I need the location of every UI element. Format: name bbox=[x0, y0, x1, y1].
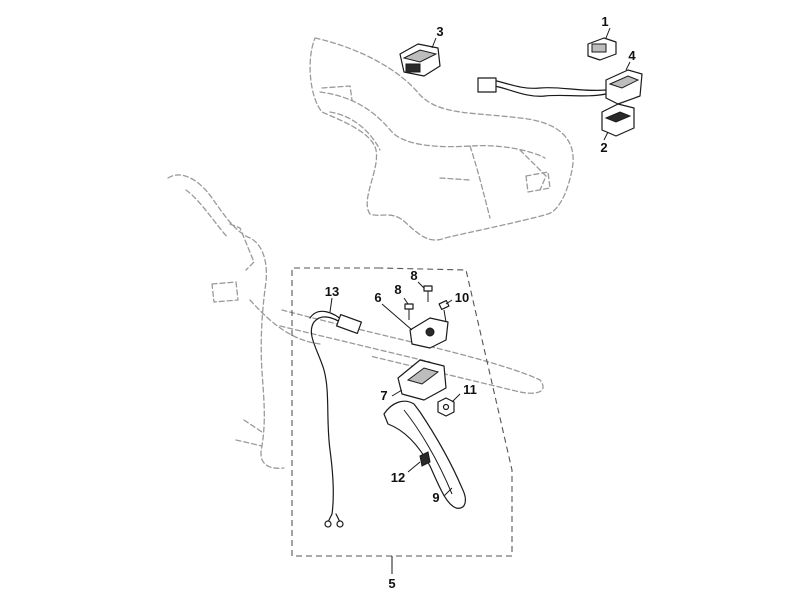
callout-5: 5 bbox=[388, 576, 395, 591]
callout-9: 9 bbox=[432, 490, 439, 505]
callout-3: 3 bbox=[436, 24, 443, 39]
part-1-switch bbox=[587, 27, 617, 61]
part-13-clutch-cable bbox=[309, 297, 362, 528]
ghost-outlines bbox=[167, 37, 574, 469]
part-2-switch-block bbox=[601, 103, 635, 141]
callout-10: 10 bbox=[455, 290, 469, 305]
part-10-pivot-bolt bbox=[438, 299, 453, 323]
part-8-screw-a bbox=[403, 297, 414, 320]
callout-8b: 8 bbox=[410, 268, 417, 283]
part-11-nut bbox=[437, 393, 461, 417]
callout-13: 13 bbox=[325, 284, 339, 299]
ghost-handlebar-right bbox=[279, 309, 544, 394]
ghost-handlebar bbox=[167, 174, 321, 469]
callout-2: 2 bbox=[600, 140, 607, 155]
assembly-5-boundary bbox=[291, 267, 513, 574]
part-3-switch-housing bbox=[399, 37, 441, 77]
part-4-wiring-harness bbox=[477, 61, 643, 105]
callout-8a: 8 bbox=[394, 282, 401, 297]
part-8-screw-b bbox=[417, 281, 433, 302]
part-12-spring bbox=[407, 451, 431, 473]
callout-12: 12 bbox=[391, 470, 405, 485]
part-8-screws bbox=[403, 281, 433, 320]
part-6-lever-bracket bbox=[381, 303, 449, 349]
callout-6: 6 bbox=[374, 290, 381, 305]
callout-11: 11 bbox=[463, 382, 477, 397]
ghost-fairing-outline bbox=[309, 37, 574, 241]
callout-7: 7 bbox=[380, 388, 387, 403]
callout-1: 1 bbox=[601, 14, 608, 29]
ghost-fairing-inner bbox=[319, 91, 547, 219]
callout-labels: 1 2 3 4 5 6 7 8 8 9 10 11 12 13 bbox=[325, 14, 637, 591]
ghost-mount-tabs bbox=[321, 85, 551, 193]
part-7-holder-plate bbox=[391, 359, 447, 401]
callout-4: 4 bbox=[628, 48, 636, 63]
